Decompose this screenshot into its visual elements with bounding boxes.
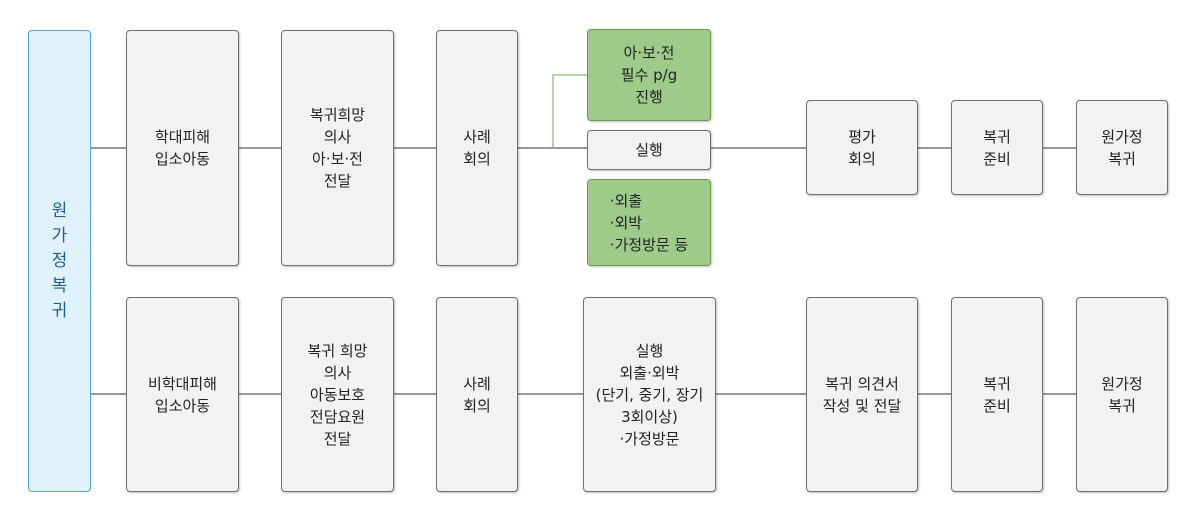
top-prep-box: 복귀 준비 — [951, 100, 1043, 195]
top-program-label: 아·보·전 필수 p/g 진행 — [620, 44, 678, 106]
bottom-child-label: 비학대피해 입소아동 — [147, 374, 217, 415]
bottom-opinion-label: 복귀 의견서 작성 및 전달 — [822, 374, 902, 415]
top-return-box: 원가정 복귀 — [1076, 100, 1168, 195]
top-intent-box: 복귀희망 의사 아·보·전 전달 — [281, 30, 394, 266]
connector-to-program — [552, 74, 587, 148]
top-return-label: 원가정 복귀 — [1101, 127, 1143, 168]
top-case-meeting-label: 사례 회의 — [463, 128, 491, 168]
top-evaluation-label: 평가 회의 — [848, 127, 876, 168]
bottom-intent-label: 복귀 희망 의사 아동보호 전담요원 전달 — [307, 341, 368, 448]
top-execution-label: 실행 — [635, 141, 663, 159]
top-child-label: 학대피해 입소아동 — [154, 128, 211, 168]
bottom-return-box: 원가정 복귀 — [1076, 297, 1168, 492]
top-intent-label: 복귀희망 의사 아·보·전 전달 — [309, 106, 366, 190]
top-child-box: 학대피해 입소아동 — [126, 30, 239, 266]
bottom-case-meeting-label: 사례 회의 — [463, 374, 491, 415]
top-activities-label: ·외출 ·외박 ·가정방문 등 — [609, 191, 689, 254]
side-label: 원 가 정 복 귀 — [51, 200, 68, 321]
bottom-execution-label: 실행 외출·외박 (단기, 중기, 장기 3회이상) ·가정방문 — [595, 341, 704, 448]
top-execution-box: 실행 — [587, 130, 711, 170]
side-label-box: 원 가 정 복 귀 — [28, 30, 91, 492]
top-prep-label: 복귀 준비 — [983, 127, 1011, 168]
top-evaluation-box: 평가 회의 — [806, 100, 918, 195]
bottom-opinion-box: 복귀 의견서 작성 및 전달 — [806, 297, 918, 492]
bottom-return-label: 원가정 복귀 — [1101, 374, 1143, 415]
bottom-child-box: 비학대피해 입소아동 — [126, 297, 239, 492]
top-case-meeting-box: 사례 회의 — [436, 30, 518, 266]
bottom-intent-box: 복귀 희망 의사 아동보호 전담요원 전달 — [281, 297, 394, 492]
top-program-box: 아·보·전 필수 p/g 진행 — [587, 29, 711, 121]
top-activities-box: ·외출 ·외박 ·가정방문 등 — [587, 179, 711, 266]
bottom-prep-label: 복귀 준비 — [983, 374, 1011, 415]
bottom-case-meeting-box: 사례 회의 — [436, 297, 518, 492]
bottom-prep-box: 복귀 준비 — [951, 297, 1043, 492]
bottom-execution-box: 실행 외출·외박 (단기, 중기, 장기 3회이상) ·가정방문 — [583, 297, 716, 492]
